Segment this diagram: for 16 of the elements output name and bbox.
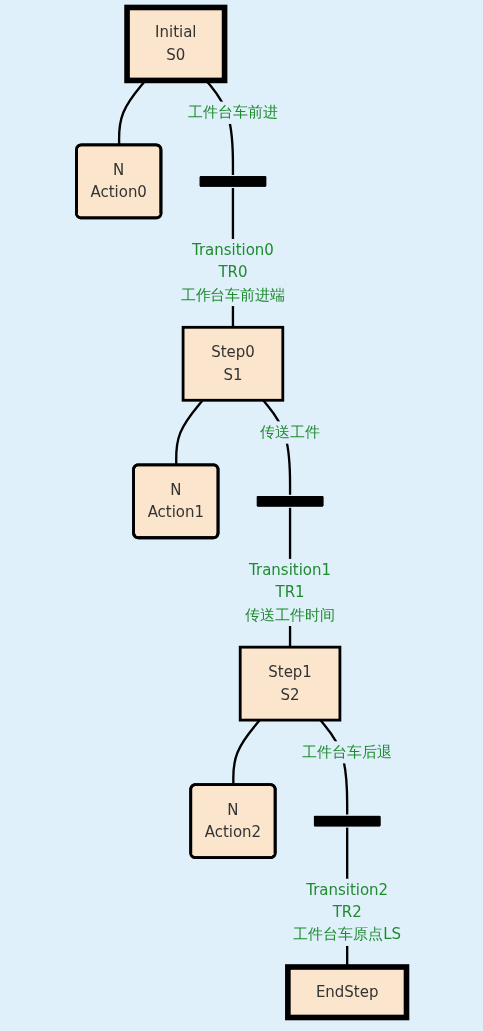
node-box: Step0 S1 <box>181 325 285 402</box>
node-label: Transition2 <box>306 880 389 899</box>
node-label: 传送工件时间 <box>245 605 335 624</box>
node-label: 传送工件 <box>260 423 320 441</box>
node-label: 工作台车前进端 <box>180 285 286 304</box>
node-box: EndStep <box>285 964 410 1021</box>
node-box: Initial S0 <box>124 4 228 84</box>
node-label: TR0 <box>218 263 248 282</box>
node-label: Transition1 <box>249 560 332 579</box>
node-label: Transition0 <box>192 240 274 259</box>
node-label: 工件台车后退 <box>302 743 393 761</box>
node-label: 工件台车原点LS <box>293 925 401 944</box>
node-label: TR2 <box>332 902 362 921</box>
node-label: 工件台车前进 <box>188 103 278 122</box>
node-box: Step1 S2 <box>238 645 342 722</box>
node-label: TR1 <box>275 583 305 601</box>
